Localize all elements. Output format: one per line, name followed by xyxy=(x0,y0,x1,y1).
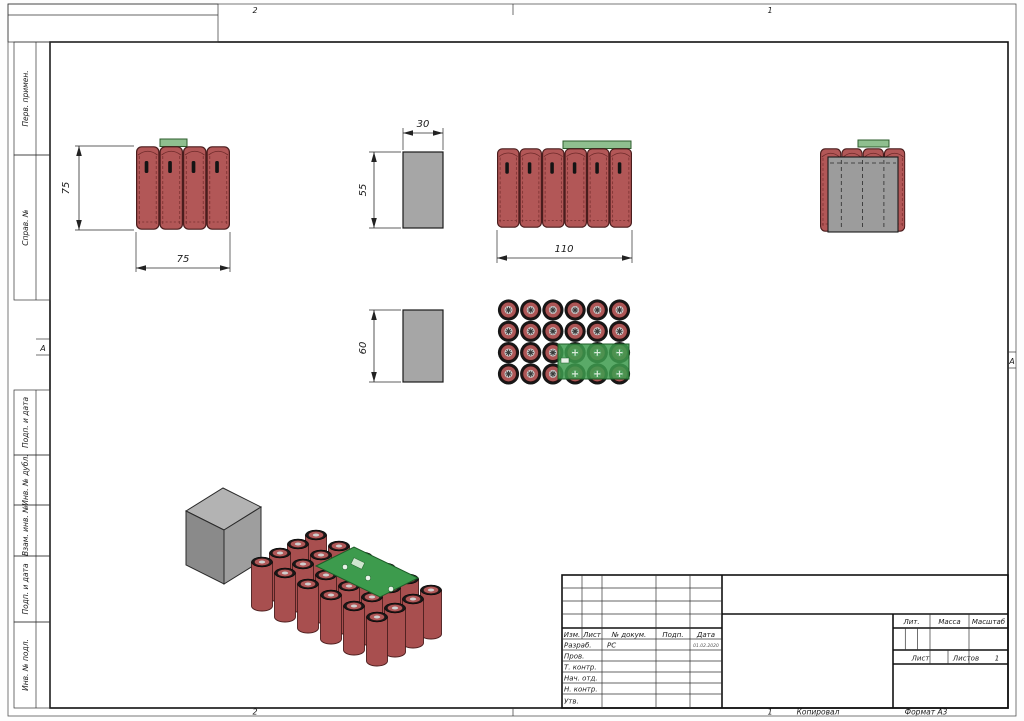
margin-label-inv-dubl: Инв. № дубл. xyxy=(21,454,30,505)
cell-top xyxy=(564,298,587,322)
battery-cell xyxy=(159,146,183,230)
cell-top xyxy=(519,298,542,322)
view-front-left: 75 75 xyxy=(61,138,231,272)
battery-cell xyxy=(564,148,587,228)
cell-top xyxy=(541,320,564,343)
tb-listov-value: 1 xyxy=(995,655,999,663)
battery-cell xyxy=(519,148,542,228)
cell-top xyxy=(497,341,520,364)
case-side xyxy=(402,151,444,229)
tb-col-data: Дата xyxy=(696,631,715,639)
tb-col-doc: № докум. xyxy=(611,631,647,639)
tb-role-tkontr: Т. контр. xyxy=(564,664,597,672)
cell-top xyxy=(586,298,609,322)
cell-top xyxy=(541,298,564,322)
cell-top xyxy=(497,298,520,322)
format-label: Формат A3 xyxy=(905,708,948,717)
margin-label-podp-data-2: Подп. и дата xyxy=(21,563,30,614)
title-block: Изм. Лист № докум. Подп. Дата Разраб. Пр… xyxy=(561,574,1009,709)
tb-developer-date: 01.02.2020 xyxy=(693,643,719,649)
zone-marks: 2 1 2 1 А А xyxy=(36,4,1016,717)
case-side xyxy=(402,309,444,383)
tb-massa-label: Масса xyxy=(938,618,960,626)
cell-top xyxy=(608,320,631,343)
margin-label-vzam-inv: Взам. инв. № xyxy=(21,505,30,556)
dim-front2-width: 110 xyxy=(554,244,573,255)
tb-role-nkontr: Н. контр. xyxy=(564,686,598,694)
cell-top xyxy=(519,362,542,385)
tb-listov-label: Листов xyxy=(952,655,979,663)
tb-col-izm: Изм. xyxy=(564,631,580,639)
corner-stamp-box xyxy=(7,3,219,43)
view-isometric xyxy=(184,487,442,667)
bms-board-tab xyxy=(562,140,632,149)
tb-masshtab-label: Масштаб xyxy=(972,618,1006,626)
cell-top xyxy=(564,320,587,343)
margin-label-perv-primen: Перв. примен. xyxy=(21,70,30,126)
bms-board-top xyxy=(557,343,630,380)
margin-label-podp-data-1: Подп. и дата xyxy=(21,397,30,448)
zone-bottom-left: 2 xyxy=(252,708,257,717)
view-top xyxy=(497,298,631,385)
view-side-top: 30 55 xyxy=(358,119,444,229)
zone-row-left: А xyxy=(39,344,45,353)
zone-row-right: А xyxy=(1008,357,1014,366)
bms-board-tab xyxy=(159,138,188,147)
battery-cell xyxy=(609,148,632,228)
cell-top xyxy=(519,341,542,364)
tb-list-label: Лист xyxy=(911,655,931,663)
bottom-margin: Копировал Формат A3 xyxy=(797,708,948,717)
battery-cell xyxy=(542,148,565,228)
bms-board-tab xyxy=(857,139,890,148)
dim-front-height: 75 xyxy=(61,182,72,195)
tb-lit-label: Лит. xyxy=(902,618,919,626)
dim-front-width: 75 xyxy=(177,254,190,265)
battery-cell xyxy=(136,146,160,230)
view-front-center: 110 xyxy=(496,140,633,263)
tb-role-razrab: Разраб. xyxy=(564,642,592,650)
battery-pack-3d xyxy=(251,529,442,667)
battery-cell xyxy=(183,146,207,230)
dim-side2-height: 60 xyxy=(358,342,369,355)
battery-cell xyxy=(497,148,520,228)
zone-bottom-right: 1 xyxy=(767,708,772,717)
tb-developer-name: РС xyxy=(607,642,616,650)
battery-cell xyxy=(587,148,610,228)
view-rear-right xyxy=(820,139,906,233)
bms-pads xyxy=(572,349,623,377)
dim-side-height: 55 xyxy=(358,184,369,197)
cell-top xyxy=(586,320,609,343)
tb-role-prov: Пров. xyxy=(564,653,584,661)
tb-col-podp: Подп. xyxy=(662,631,683,639)
dim-side-width: 30 xyxy=(417,119,430,130)
cell-top xyxy=(519,320,542,343)
cell-top xyxy=(608,298,631,322)
margin-columns: Перв. примен. Справ. № Подп. и дата Инв.… xyxy=(13,41,51,709)
margin-label-sprav: Справ. № xyxy=(21,209,30,246)
drawing-frame xyxy=(49,41,1009,709)
copied-label: Копировал xyxy=(797,708,840,717)
cell-top xyxy=(497,320,520,343)
tb-role-utv: Утв. xyxy=(564,698,579,706)
cell-top xyxy=(497,362,520,385)
zone-top-right: 1 xyxy=(767,6,772,15)
case-rear xyxy=(827,156,899,233)
zone-top-left: 2 xyxy=(252,6,257,15)
bms-component xyxy=(560,357,570,364)
view-side-bottom: 60 xyxy=(358,309,444,383)
tb-role-nachotd: Нач. отд. xyxy=(564,675,598,683)
battery-cell xyxy=(206,146,230,230)
bms-board-3d xyxy=(314,546,420,598)
margin-label-inv-podl: Инв. № подл. xyxy=(21,639,30,691)
tb-col-list: Лист xyxy=(582,631,602,639)
